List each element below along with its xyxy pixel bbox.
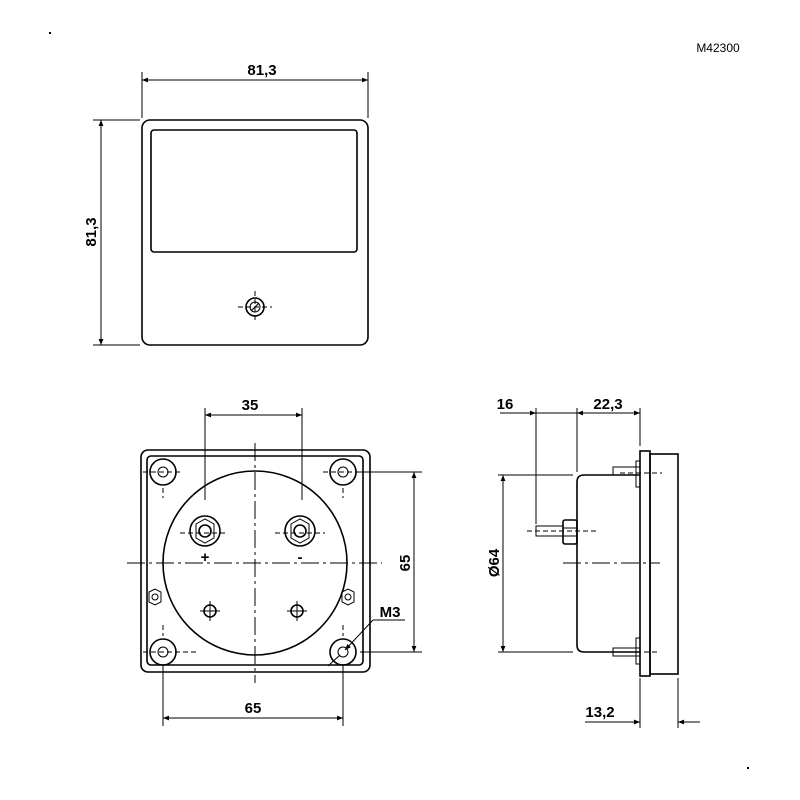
- side-view: Ø64 16 22,3 13,2: [486, 396, 700, 728]
- horizontal-hole-spacing-label: 65: [245, 700, 262, 717]
- terminal-minus: [275, 515, 325, 547]
- front-width-label: 81,3: [247, 62, 276, 79]
- zero-adjust-screw: [238, 291, 272, 323]
- diameter-label: Ø64: [486, 548, 503, 577]
- drawing-code: M42300: [696, 41, 740, 55]
- front-height-label: 81,3: [83, 217, 100, 246]
- screw-thread-label: M3: [380, 604, 401, 621]
- small-holes: [200, 601, 307, 621]
- terminal-stud: [527, 519, 598, 545]
- scale-window: [150, 129, 358, 253]
- vertical-hole-spacing-label: 65: [397, 555, 414, 572]
- corner-dot: [747, 767, 749, 769]
- stud-length-label: 16: [497, 396, 514, 413]
- side-nuts: [148, 588, 355, 606]
- mounting-holes: [143, 458, 363, 666]
- plus-terminal-label: +: [201, 549, 210, 566]
- terminal-plus: [180, 515, 228, 547]
- minus-terminal-label: -: [298, 549, 303, 566]
- body-depth-label: 22,3: [593, 396, 622, 413]
- mounting-studs: [612, 460, 662, 665]
- front-view: 81,3 81,3: [83, 62, 369, 346]
- corner-dot: [49, 32, 51, 34]
- front-bezel: [141, 119, 369, 346]
- bezel-depth-label: 13,2: [585, 704, 614, 721]
- terminal-spacing-label: 35: [242, 397, 259, 414]
- rear-view: + - 35 65 65 M3: [127, 397, 422, 726]
